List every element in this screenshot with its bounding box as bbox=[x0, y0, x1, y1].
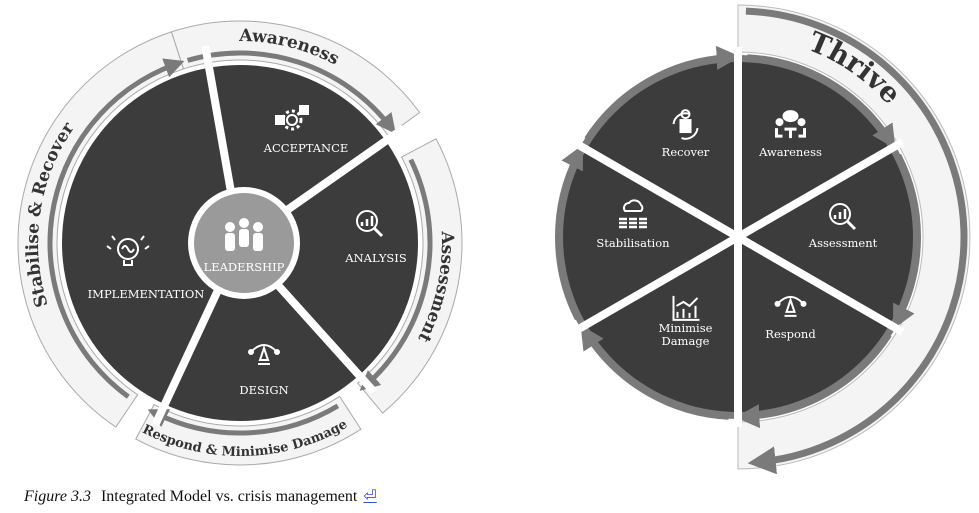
recovery-cycle-icon bbox=[672, 109, 699, 140]
segment-label-stabilisation: Stabilisation bbox=[596, 236, 670, 250]
cycle-arrow bbox=[735, 333, 892, 429]
segment-divider bbox=[571, 138, 905, 336]
segment-label-minimise-damage: Minimise bbox=[659, 321, 713, 335]
figure-caption: Figure 3.3 Integrated Model vs. crisis ma… bbox=[24, 486, 377, 506]
cycle-arrow bbox=[747, 54, 896, 150]
cycle-arrow bbox=[47, 58, 185, 399]
caption-text: Integrated Model vs. crisis management bbox=[100, 488, 358, 505]
integrated-model-diagram: LEADERSHIP ACCEPTANCE ANALYSIS DESIGN IMPLEM… bbox=[17, 4, 971, 475]
cloud-database-icon bbox=[619, 199, 647, 229]
right-model: ThriveAwarenessAssessmentRespondMinimise… bbox=[555, 4, 971, 475]
segment-label-analysis: ANALYSIS bbox=[344, 251, 407, 265]
figure-number: Figure 3.3 bbox=[24, 488, 91, 505]
magnifier-chart-icon bbox=[829, 203, 857, 231]
cycle-arrow bbox=[555, 144, 584, 321]
growth-chart-icon bbox=[672, 295, 700, 321]
leadership-people-icon bbox=[225, 218, 263, 251]
cycle-arrow bbox=[359, 158, 433, 391]
center-label-leadership: LEADERSHIP bbox=[204, 260, 285, 274]
left-model: LEADERSHIP ACCEPTANCE ANALYSIS DESIGN IMPLEM… bbox=[17, 20, 463, 466]
pen-tool-icon bbox=[774, 295, 807, 317]
cycle-arrow bbox=[147, 403, 340, 436]
band-awareness bbox=[170, 20, 421, 137]
magnifier-chart-icon bbox=[356, 210, 384, 238]
gear-chat-icon bbox=[275, 105, 309, 131]
cycle-arrow bbox=[580, 324, 729, 420]
band-assessment bbox=[356, 138, 463, 414]
segment-label-minimise-damage: Damage bbox=[661, 334, 709, 348]
segment-label-design: DESIGN bbox=[239, 383, 288, 397]
band-stabilise-recover bbox=[17, 31, 185, 428]
meeting-icon bbox=[775, 110, 806, 139]
segment-label-acceptance: ACCEPTANCE bbox=[263, 141, 349, 155]
segment-label-assessment: Assessment bbox=[808, 236, 878, 250]
cycle-arrow bbox=[892, 153, 921, 330]
lightbulb-brain-icon bbox=[106, 235, 150, 266]
segment-label-implementation: IMPLEMENTATION bbox=[88, 287, 205, 301]
pen-tool-icon bbox=[248, 344, 280, 365]
thrive-arrow bbox=[745, 7, 968, 475]
segment-label-recover: Recover bbox=[662, 145, 710, 159]
return-link-icon[interactable]: ⏎ bbox=[363, 488, 377, 505]
segment-label-awareness: Awareness bbox=[758, 145, 822, 159]
segment-label-respond: Respond bbox=[765, 327, 816, 341]
cycle-arrow bbox=[584, 45, 741, 141]
cycle-arrow bbox=[186, 50, 396, 134]
